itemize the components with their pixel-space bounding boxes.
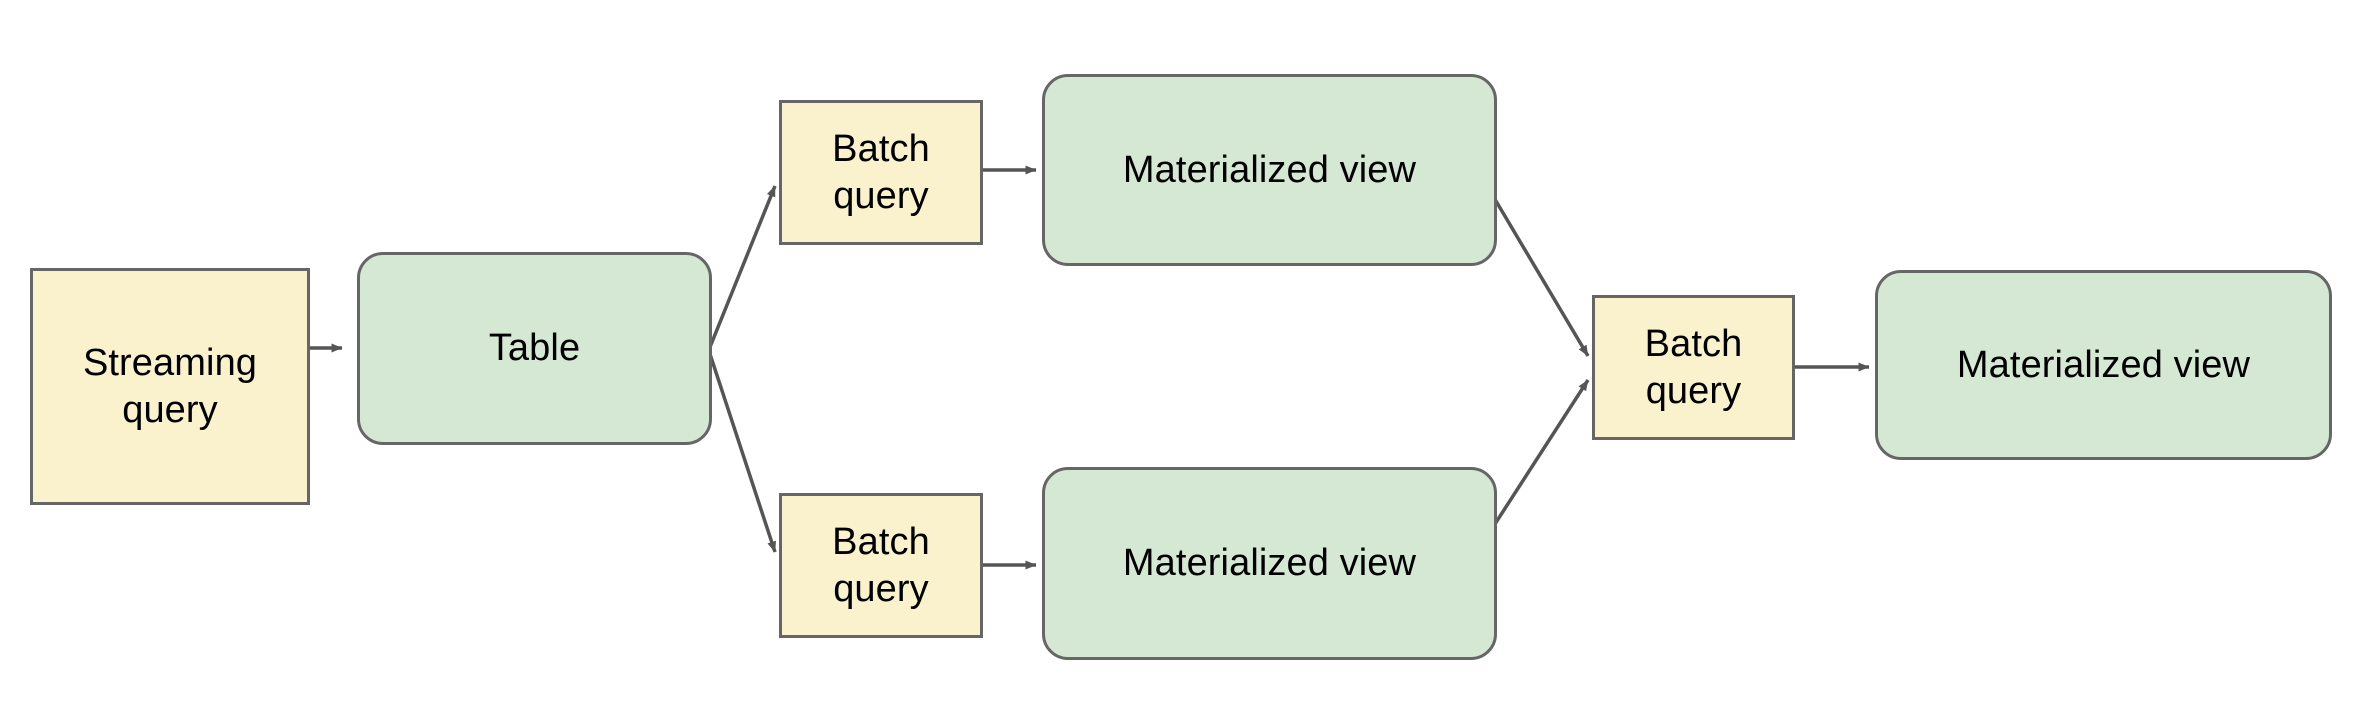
node-table-label: Table [488, 327, 581, 370]
node-materialized-view-right-label: Materialized view [1956, 343, 2251, 386]
edge-mv-top-to-batch-center [1491, 195, 1590, 357]
node-materialized-view-bottom[interactable]: Materialized view [1042, 467, 1497, 660]
node-table[interactable]: Table [357, 252, 712, 445]
node-streaming-query-label: Streaming query [82, 342, 258, 431]
node-materialized-view-bottom-label: Materialized view [1122, 542, 1417, 585]
node-materialized-view-top-label: Materialized view [1122, 148, 1417, 191]
node-streaming-query[interactable]: Streaming query [30, 268, 310, 505]
node-batch-query-bottom-label: Batch query [832, 521, 930, 610]
node-batch-query-center-label: Batch query [1644, 323, 1743, 412]
node-batch-query-top-label: Batch query [832, 128, 930, 217]
node-materialized-view-right[interactable]: Materialized view [1875, 270, 2332, 460]
node-batch-query-bottom[interactable]: Batch query [779, 493, 983, 638]
node-materialized-view-top[interactable]: Materialized view [1042, 74, 1497, 266]
edge-table-to-batch-bottom [706, 347, 777, 553]
node-batch-query-center[interactable]: Batch query [1592, 295, 1795, 440]
edge-table-to-batch-top [706, 185, 777, 353]
edge-mv-bottom-to-batch-center [1491, 379, 1590, 528]
node-batch-query-top[interactable]: Batch query [779, 100, 983, 245]
